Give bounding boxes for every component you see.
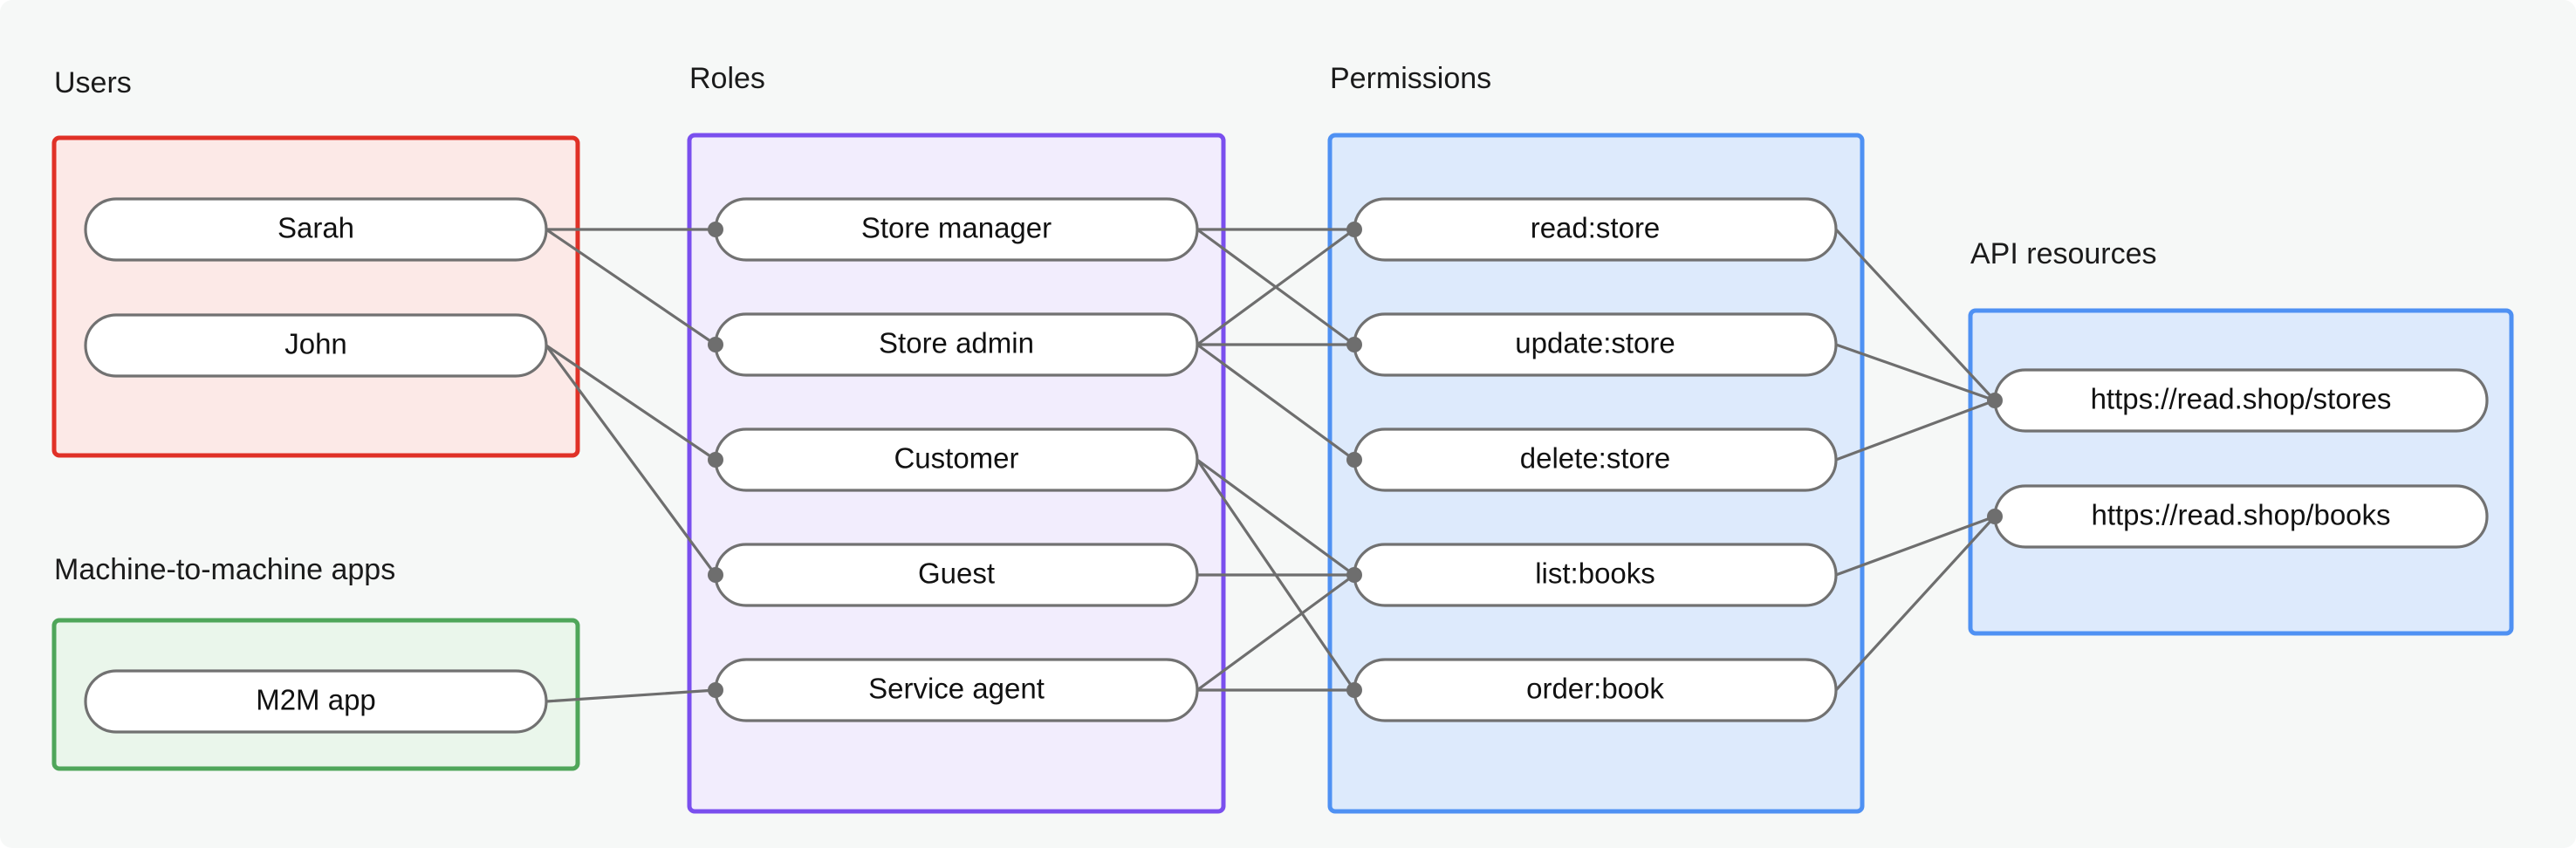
group-container-api <box>1968 308 2514 636</box>
node-label-m2m-app: M2M app <box>256 684 376 716</box>
node-label-store-admin: Store admin <box>879 327 1034 359</box>
node-res-stores[interactable]: https://read.shop/stores <box>1993 368 2489 433</box>
group-title-m2m: Machine-to-machine apps <box>54 553 395 586</box>
node-label-delete-store: delete:store <box>1520 442 1670 475</box>
port-customer <box>708 452 723 468</box>
port-read-store <box>1346 222 1362 237</box>
node-update-store[interactable]: update:store <box>1353 312 1838 377</box>
edge-john-to-customer <box>545 344 717 462</box>
ports-layer <box>708 222 2003 698</box>
node-label-service-agent: Service agent <box>868 673 1045 705</box>
port-delete-store <box>1346 452 1362 468</box>
port-res-books <box>1987 509 2003 524</box>
node-delete-store[interactable]: delete:store <box>1353 427 1838 492</box>
node-label-customer: Customer <box>894 442 1018 475</box>
port-service-agent <box>708 682 723 698</box>
edge-list-books-to-res-books <box>1834 515 1997 577</box>
node-list-books[interactable]: list:books <box>1353 543 1838 607</box>
edge-store-admin-to-delete-store <box>1196 343 1356 462</box>
node-service-agent[interactable]: Service agent <box>714 658 1199 722</box>
node-customer[interactable]: Customer <box>714 427 1199 492</box>
node-label-store-manager: Store manager <box>861 212 1052 244</box>
node-label-order-book: order:book <box>1526 673 1664 705</box>
group-title-api: API resources <box>1970 237 2157 270</box>
group-title-roles: Roles <box>689 62 765 95</box>
node-guest[interactable]: Guest <box>714 543 1199 607</box>
port-store-admin <box>708 337 723 352</box>
port-store-manager <box>708 222 723 237</box>
group-title-permissions: Permissions <box>1330 62 1491 95</box>
node-label-res-books: https://read.shop/books <box>2091 499 2390 531</box>
node-label-sarah: Sarah <box>277 212 354 244</box>
edge-john-to-guest <box>545 344 717 577</box>
node-label-res-stores: https://read.shop/stores <box>2091 383 2392 415</box>
port-list-books <box>1346 567 1362 583</box>
node-pill-john <box>84 313 548 378</box>
node-label-list-books: list:books <box>1535 557 1655 590</box>
port-res-stores <box>1987 393 2003 408</box>
group-container-users <box>51 135 580 458</box>
port-update-store <box>1346 337 1362 352</box>
node-pill-m2m-app <box>84 669 548 734</box>
port-guest <box>708 567 723 583</box>
node-label-guest: Guest <box>918 557 995 590</box>
node-read-store[interactable]: read:store <box>1353 197 1838 262</box>
edge-m2m-app-to-service-agent <box>545 688 717 703</box>
edge-service-agent-to-list-books <box>1196 573 1356 692</box>
node-label-read-store: read:store <box>1531 212 1661 244</box>
node-store-admin[interactable]: Store admin <box>714 312 1199 377</box>
node-pill-sarah <box>84 197 548 262</box>
node-label-john: John <box>284 328 347 360</box>
node-order-book[interactable]: order:book <box>1353 658 1838 722</box>
edge-store-admin-to-read-store <box>1196 228 1356 346</box>
node-label-update-store: update:store <box>1515 327 1675 359</box>
edge-update-store-to-res-stores <box>1834 343 1997 402</box>
node-store-manager[interactable]: Store manager <box>714 197 1199 262</box>
edge-order-book-to-res-books <box>1834 515 1997 692</box>
node-john[interactable]: John <box>84 313 548 378</box>
node-res-books[interactable]: https://read.shop/books <box>1993 484 2489 549</box>
connections-layer <box>545 228 1997 703</box>
edge-delete-store-to-res-stores <box>1834 399 1997 462</box>
edge-customer-to-list-books <box>1196 458 1356 577</box>
node-m2m-app[interactable]: M2M app <box>84 669 548 734</box>
edge-read-store-to-res-stores <box>1834 228 1997 402</box>
node-sarah[interactable]: Sarah <box>84 197 548 262</box>
group-title-users: Users <box>54 66 132 99</box>
port-order-book <box>1346 682 1362 698</box>
edge-sarah-to-store-admin <box>545 228 717 346</box>
